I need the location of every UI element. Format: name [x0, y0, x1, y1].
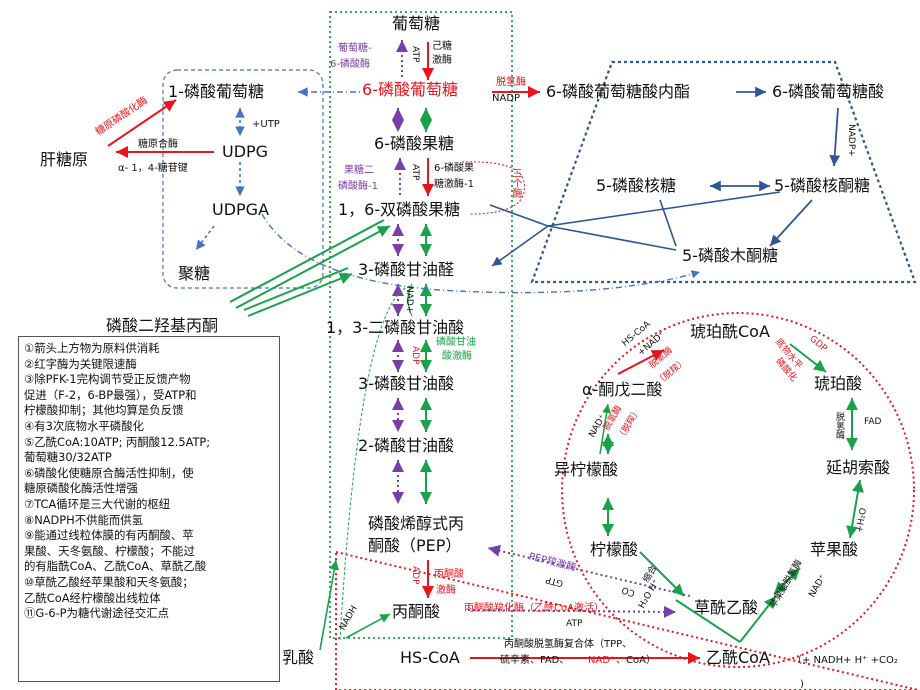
- glycogen-synthase-label: 糖原合酶: [138, 139, 178, 150]
- pgk-label-2: 酸激酶: [442, 351, 472, 362]
- node-hscoa: HS-CoA: [400, 648, 460, 667]
- note-line: ②红字酶为关键限速酶: [24, 356, 137, 371]
- note-line: ⑤乙酰CoA:10ATP; 丙酮酸12.5ATP;: [24, 434, 211, 449]
- node-glucose: 葡萄糖: [392, 14, 441, 33]
- fad-label: FAD: [864, 417, 882, 427]
- note-line: 葡萄糖30/32ATP: [24, 450, 112, 465]
- pdh-label-2a: 硫辛素、FAD、: [500, 655, 570, 666]
- note-line: 果酸、天冬氨酸、柠檬酸；不能过: [24, 543, 195, 558]
- note-line: ①箭头上方物为原料供消耗: [24, 341, 160, 355]
- hexokinase-label-2: 激酶: [432, 55, 452, 66]
- note-line: ⑧NADPH不供能而供氢: [24, 512, 144, 527]
- g6pase-label-1: 葡萄糖-: [338, 43, 372, 54]
- node-udpg: UDPG: [222, 142, 269, 161]
- node-pep-line1: 磷酸烯醇式丙: [368, 514, 465, 533]
- node-lactone: 6-磷酸葡萄糖酸内酯: [546, 82, 690, 101]
- pfk1-label-2: 糖激酶-1: [434, 179, 474, 190]
- node-bpg13: 1，3-二磷酸甘油酸: [326, 318, 465, 337]
- node-gluconate: 6-磷酸葡萄糖酸: [772, 82, 884, 101]
- pyruvate-kinase-label-2: 激酶: [436, 585, 456, 596]
- node-polysaccharide: 聚糖: [178, 264, 211, 283]
- node-g6p: 6-磷酸葡萄糖: [362, 80, 458, 99]
- acetyl-coa-products: （+ NADH+ H⁺ +CO₂: [792, 655, 898, 666]
- node-3pga: 3-磷酸甘油酸: [358, 374, 454, 393]
- node-dhap: 磷酸二羟基丙酮: [106, 316, 219, 335]
- node-2pga: 2-磷酸甘油酸: [358, 436, 454, 455]
- atp-label-1: ATP: [410, 46, 420, 63]
- glycogen-box: [162, 69, 324, 289]
- g6pase-label-2: 6-磷酸酶: [330, 59, 370, 70]
- atp-label-3: ATP: [566, 619, 583, 629]
- pdh-label-1: 丙酮酸脱氢酶复合体（TPP、: [504, 639, 633, 650]
- note-line: ⑩草酰乙酸经苹果酸和天冬氨酸；: [24, 574, 194, 589]
- pentose-phosphate-box: [530, 60, 917, 284]
- note-line: ④有3次底物水平磷酸化: [24, 418, 144, 433]
- node-malate: 苹果酸: [810, 540, 859, 559]
- note-line: ③除PFK-1完构调节受正反馈产物: [24, 372, 191, 387]
- atp-label-2: ATP: [410, 164, 420, 181]
- pyruvate-kinase-label-1: 丙酮酸: [434, 569, 464, 580]
- paren-close: ): [800, 679, 804, 690]
- node-glycogen: 肝糖原: [40, 150, 89, 169]
- node-g3p: 3-磷酸甘油醛: [358, 260, 454, 279]
- tca-cycle-circle: [561, 312, 915, 668]
- node-xylulose5p: 5-磷酸木酮糖: [682, 246, 778, 265]
- pfk1-label-1: 6-磷酸果: [434, 163, 474, 174]
- node-f6p: 6-磷酸果糖: [374, 134, 454, 153]
- node-succinyl-coa: 琥珀酰CoA: [690, 322, 770, 341]
- note-line: 糖原磷酸化酶活性增强: [24, 481, 138, 496]
- succinate-dh-label: 脱氢酶: [834, 412, 844, 439]
- node-acetyl-coa: 乙酰CoA: [706, 648, 770, 667]
- three-enzymes-label: 三个酶: [510, 168, 521, 198]
- nadp-plus-label: NADP+: [846, 124, 856, 157]
- node-oxaloacetate: 草酰乙酸: [694, 598, 759, 617]
- mitochondria-triangle: [335, 550, 919, 690]
- note-line: 促进（F-2，6-BP最强），受ATP和: [24, 387, 197, 402]
- utp-label: +UTP: [252, 119, 280, 130]
- notes-panel: ①箭头上方物为原料供消耗 ②红字酶为关键限速酶 ③除PFK-1完构调节受正反馈产…: [18, 336, 280, 682]
- pdh-label-2c: 、CoA）: [616, 655, 656, 666]
- note-line: ⑪G-6-P为糖代谢途径交汇点: [24, 606, 170, 621]
- nad-label: NAD+: [404, 286, 414, 314]
- note-line: ⑨能通过线粒体膜的有丙酮酸、苹: [24, 528, 194, 543]
- node-fumarate: 延胡索酸: [826, 458, 891, 477]
- note-line: ⑦TCA循环是三大代谢的枢纽: [24, 496, 171, 511]
- nadp-label: NADP: [492, 93, 521, 104]
- note-line: 的有脂酰CoA、乙酰CoA、草酰乙酸: [24, 559, 207, 574]
- adp-label-2: ADP: [410, 566, 420, 585]
- node-udpga: UDPGA: [212, 200, 270, 219]
- fbpase-label-2: 磷酸酶-1: [338, 181, 378, 192]
- node-ribose5p: 5-磷酸核糖: [596, 176, 676, 195]
- fbpase-label-1: 果糖二: [344, 165, 374, 176]
- g6pdh-label: 脱氢酶: [496, 77, 526, 88]
- node-f16bp: 1，6-双磷酸果糖: [338, 200, 461, 219]
- pdh-label-2b: NAD⁺: [588, 655, 616, 666]
- glycolysis-box: [329, 11, 513, 639]
- hexokinase-label-1: 己糖: [432, 41, 452, 52]
- node-ribulose5p: 5-磷酸核酮糖: [774, 176, 870, 195]
- node-isocitrate: 异柠檬酸: [554, 460, 619, 479]
- note-line: 乙酰CoA经柠檬酸出线粒体: [24, 590, 161, 605]
- pgk-label-1: 磷酸甘油: [436, 337, 476, 348]
- node-akg: α-酮戊二酸: [582, 380, 663, 399]
- adp-label-1: ADP: [410, 346, 420, 365]
- node-succinate: 琥珀酸: [814, 374, 863, 393]
- pyruvate-carboxylase-label: 丙酮酸羧化酶（乙酰CoA激活）: [464, 603, 604, 614]
- node-pyruvate: 丙酮酸: [392, 602, 441, 621]
- node-citrate: 柠檬酸: [590, 540, 639, 559]
- note-line: ⑥磷酸化使糖原合酶活性抑制，使: [24, 465, 194, 480]
- glycosidic-bond-label: α- 1，4-糖苷键: [118, 163, 188, 174]
- node-g1p: 1-磷酸葡萄糖: [168, 82, 264, 101]
- note-line: 柠檬酸抑制；其他均算是负反馈: [24, 403, 184, 418]
- node-lactate: 乳酸: [282, 648, 315, 667]
- node-pep-line2: 酮酸（PEP）: [368, 536, 462, 555]
- glycogen-phosphorylase-arrow: [107, 99, 177, 147]
